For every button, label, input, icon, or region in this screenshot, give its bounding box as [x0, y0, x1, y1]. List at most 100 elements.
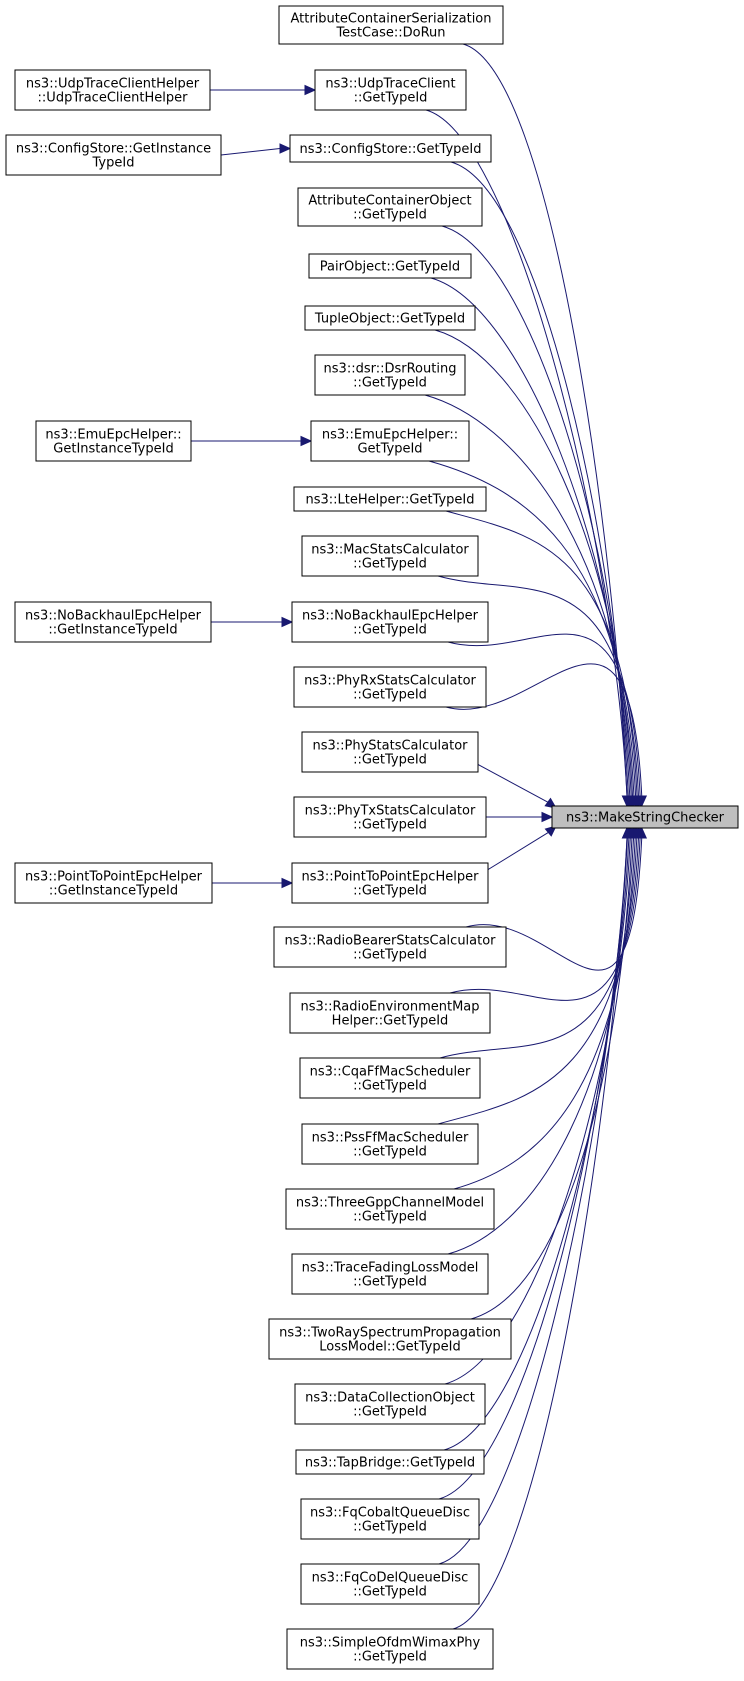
- caller-node-11[interactable]: ns3::NoBackhaulEpcHelper::GetTypeId: [291, 601, 489, 643]
- caller-node-15[interactable]: ns3::PointToPointEpcHelper::GetTypeId: [291, 862, 489, 904]
- caller-node-22-label: ns3::TwoRaySpectrumPropagation: [279, 1326, 501, 1341]
- edge-caller-3: [450, 161, 634, 808]
- caller-node-11-label: ns3::NoBackhaulEpcHelper: [302, 609, 479, 624]
- secondary-caller-node-5-box: [14, 862, 213, 904]
- edge-caller-8-line: [428, 460, 637, 797]
- edge-secondary-5: [212, 877, 294, 889]
- caller-node-20-label: ::GetTypeId: [353, 1210, 427, 1225]
- caller-node-22-box: [268, 1318, 512, 1360]
- caller-node-7-label: ::GetTypeId: [353, 376, 427, 391]
- caller-node-16[interactable]: ns3::RadioBearerStatsCalculator::GetType…: [273, 926, 507, 968]
- caller-node-7-box: [314, 354, 466, 396]
- caller-node-22[interactable]: ns3::TwoRaySpectrumPropagationLossModel:…: [268, 1318, 512, 1360]
- caller-node-17-box: [289, 992, 491, 1034]
- secondary-caller-node-2-box: [5, 134, 222, 176]
- edge-caller-23: [444, 826, 636, 1385]
- caller-node-12-label: ns3::PhyRxStatsCalculator: [304, 674, 476, 689]
- caller-node-9[interactable]: ns3::LteHelper::GetTypeId: [293, 486, 487, 512]
- caller-node-12-box: [293, 666, 487, 708]
- secondary-caller-node-4[interactable]: ns3::NoBackhaulEpcHelper::GetInstanceTyp…: [14, 601, 212, 643]
- edge-caller-23-line: [444, 837, 631, 1385]
- secondary-caller-node-1-label: ::UdpTraceClientHelper: [38, 91, 189, 106]
- caller-node-26-box: [300, 1563, 480, 1605]
- caller-node-15-label: ::GetTypeId: [353, 884, 427, 899]
- caller-node-20[interactable]: ns3::ThreeGppChannelModel::GetTypeId: [285, 1188, 495, 1230]
- caller-node-19-label: ns3::PssFfMacScheduler: [312, 1131, 469, 1146]
- caller-node-2[interactable]: ns3::UdpTraceClient::GetTypeId: [314, 69, 467, 111]
- secondary-caller-node-4-label: ns3::NoBackhaulEpcHelper: [25, 609, 202, 624]
- caller-node-27[interactable]: ns3::SimpleOfdmWimaxPhy::GetTypeId: [286, 1628, 494, 1670]
- caller-node-4-label: AttributeContainerObject: [308, 194, 471, 209]
- caller-node-25[interactable]: ns3::FqCobaltQueueDisc::GetTypeId: [300, 1498, 480, 1540]
- secondary-caller-node-3[interactable]: ns3::EmuEpcHelper::GetInstanceTypeId: [35, 420, 192, 462]
- caller-node-25-label: ns3::FqCobaltQueueDisc: [310, 1506, 470, 1521]
- edge-caller-12-arrowhead: [636, 795, 648, 808]
- secondary-caller-node-5[interactable]: ns3::PointToPointEpcHelper::GetInstanceT…: [14, 862, 213, 904]
- edge-caller-17-line: [449, 837, 641, 1001]
- caller-node-24-box: [295, 1449, 485, 1475]
- caller-node-10-label: ns3::MacStatsCalculator: [311, 543, 469, 558]
- secondary-caller-node-1-label: ns3::UdpTraceClientHelper: [26, 77, 200, 92]
- caller-node-21-label: ::GetTypeId: [353, 1275, 427, 1290]
- caller-node-20-label: ns3::ThreeGppChannelModel: [296, 1196, 484, 1211]
- edge-secondary-4-arrowhead: [281, 616, 294, 628]
- caller-node-19[interactable]: ns3::PssFfMacScheduler::GetTypeId: [301, 1123, 479, 1165]
- caller-node-16-label: ::GetTypeId: [353, 948, 427, 963]
- target-node-make-string-checker-box: [551, 805, 739, 829]
- caller-node-9-box: [293, 486, 487, 512]
- caller-node-26[interactable]: ns3::FqCoDelQueueDisc::GetTypeId: [300, 1563, 480, 1605]
- caller-node-20-box: [285, 1188, 495, 1230]
- caller-node-8[interactable]: ns3::EmuEpcHelper::GetTypeId: [310, 420, 470, 462]
- caller-node-27-box: [286, 1628, 494, 1670]
- caller-node-4[interactable]: AttributeContainerObject::GetTypeId: [297, 187, 483, 227]
- edge-caller-7-line: [424, 394, 635, 797]
- caller-node-21[interactable]: ns3::TraceFadingLossModel::GetTypeId: [291, 1253, 489, 1295]
- caller-node-4-label: ::GetTypeId: [353, 208, 427, 223]
- caller-node-3-box: [289, 134, 492, 163]
- caller-node-14[interactable]: ns3::PhyTxStatsCalculator::GetTypeId: [293, 796, 487, 838]
- caller-node-12-label: ::GetTypeId: [353, 688, 427, 703]
- caller-node-12[interactable]: ns3::PhyRxStatsCalculator::GetTypeId: [293, 666, 487, 708]
- caller-node-9-label: ns3::LteHelper::GetTypeId: [305, 493, 474, 508]
- edge-caller-18-line: [439, 837, 639, 1059]
- caller-node-17-label: ns3::RadioEnvironmentMap: [300, 1000, 479, 1015]
- secondary-caller-node-2[interactable]: ns3::ConfigStore::GetInstanceTypeId: [5, 134, 222, 176]
- caller-node-8-label: GetTypeId: [357, 442, 422, 457]
- caller-node-15-label: ns3::PointToPointEpcHelper: [302, 870, 480, 885]
- caller-node-3[interactable]: ns3::ConfigStore::GetTypeId: [289, 134, 492, 163]
- edge-secondary-2: [220, 143, 292, 156]
- secondary-caller-node-5-label: ns3::PointToPointEpcHelper: [25, 870, 203, 885]
- caller-node-27-label: ::GetTypeId: [353, 1650, 427, 1665]
- edge-caller-5-line: [430, 277, 632, 797]
- target-node-make-string-checker[interactable]: ns3::MakeStringChecker: [551, 805, 739, 829]
- caller-node-8-box: [310, 420, 470, 462]
- caller-node-18-box: [299, 1057, 481, 1099]
- caller-node-18-label: ::GetTypeId: [353, 1079, 427, 1094]
- caller-node-1[interactable]: AttributeContainerSerializationTestCase:…: [278, 5, 504, 45]
- caller-node-5[interactable]: PairObject::GetTypeId: [308, 253, 472, 279]
- secondary-caller-node-4-box: [14, 601, 212, 643]
- caller-node-19-box: [301, 1123, 479, 1165]
- caller-node-14-label: ns3::PhyTxStatsCalculator: [305, 804, 476, 819]
- caller-node-24[interactable]: ns3::TapBridge::GetTypeId: [295, 1449, 485, 1475]
- edge-caller-14: [486, 811, 554, 823]
- secondary-caller-node-2-label: TypeId: [92, 156, 135, 171]
- target-node-label: ns3::MakeStringChecker: [566, 811, 725, 826]
- caller-node-5-box: [308, 253, 472, 279]
- secondary-caller-node-1[interactable]: ns3::UdpTraceClientHelper::UdpTraceClien…: [14, 69, 211, 111]
- edge-caller-11-line: [447, 633, 641, 797]
- caller-node-7[interactable]: ns3::dsr::DsrRouting::GetTypeId: [314, 354, 466, 396]
- caller-node-6[interactable]: TupleObject::GetTypeId: [304, 305, 476, 331]
- caller-node-23[interactable]: ns3::DataCollectionObject::GetTypeId: [294, 1383, 486, 1425]
- call-nodes: ns3::MakeStringChecker AttributeContainer…: [5, 5, 739, 1670]
- caller-node-10[interactable]: ns3::MacStatsCalculator::GetTypeId: [301, 535, 479, 577]
- caller-node-14-box: [293, 796, 487, 838]
- edge-secondary-2-arrowhead: [279, 143, 292, 154]
- edge-secondary-2-line: [220, 148, 281, 156]
- edge-secondary-1: [210, 84, 317, 96]
- caller-node-23-box: [294, 1383, 486, 1425]
- caller-node-13-label: ns3::PhyStatsCalculator: [312, 739, 468, 754]
- caller-node-13[interactable]: ns3::PhyStatsCalculator::GetTypeId: [301, 731, 479, 773]
- caller-node-18[interactable]: ns3::CqaFfMacScheduler::GetTypeId: [299, 1057, 481, 1099]
- caller-node-17[interactable]: ns3::RadioEnvironmentMapHelper::GetTypeI…: [289, 992, 491, 1034]
